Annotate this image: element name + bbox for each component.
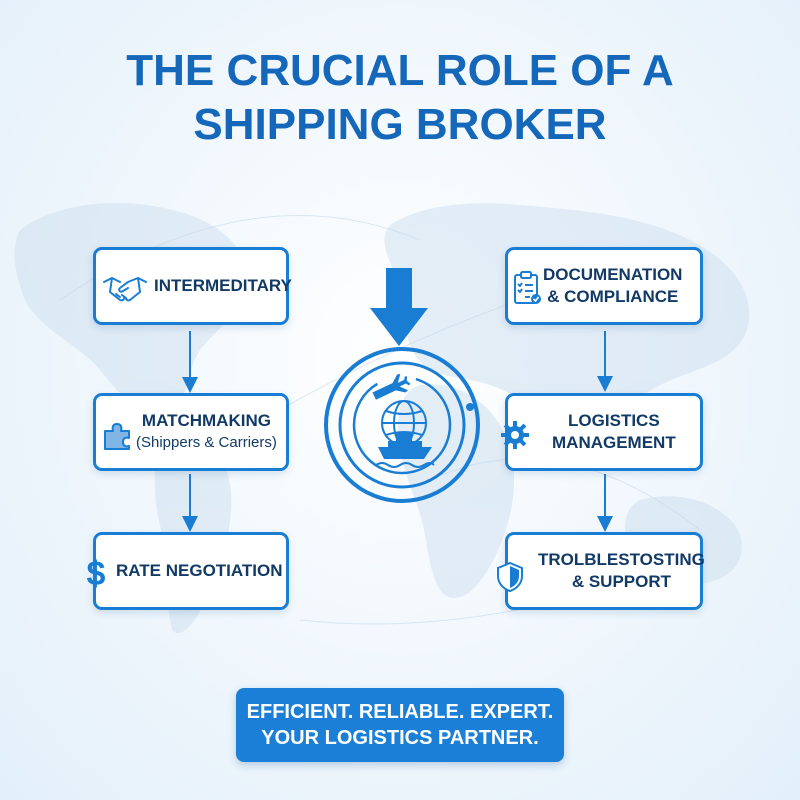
clipboard-check-icon [514,271,541,304]
step-logistics-text: LOGISTICS MANAGEMENT [552,410,676,454]
svg-text:$: $ [87,555,106,593]
airplane-icon [372,373,411,400]
step-documentation-label-2: & COMPLIANCE [547,287,679,306]
tagline-line-1: EFFICIENT. RELIABLE. EXPERT. [246,701,554,723]
handshake-icon [103,277,147,302]
step-logistics: LOGISTICS MANAGEMENT [501,393,703,471]
step-matchmaking: MATCHMAKING (Shippers & Carriers) [93,393,289,471]
step-troubleshooting-text: TROLBLESTOSTING & SUPPORT [538,549,705,593]
hub-emblem [324,347,480,503]
step-troubleshooting-label-1: TROLBLESTOSTING [538,550,705,569]
step-intermediary-label: INTERMEDITARY [154,276,292,295]
tagline-line-2: YOUR LOGISTICS PARTNER. [261,727,539,749]
big-down-arrow-icon [370,268,428,346]
step-rate-negotiation: $ RATE NEGOTIATION [87,532,289,610]
step-matchmaking-label: MATCHMAKING [141,411,271,430]
puzzle-icon [104,423,130,450]
tagline-banner: EFFICIENT. RELIABLE. EXPERT. YOUR LOGIST… [236,688,564,762]
title-line-2: SHIPPING BROKER [193,100,607,149]
step-troubleshooting: TROLBLESTOSTING & SUPPORT [497,532,705,610]
dollar-icon: $ [87,555,106,593]
ship-icon [375,433,435,468]
shield-icon [497,561,523,593]
gear-icon [501,421,529,449]
title-line-1: THE CRUCIAL ROLE OF A [126,46,674,95]
step-logistics-label-2: MANAGEMENT [552,433,676,452]
step-troubleshooting-label-2: & SUPPORT [571,572,672,591]
step-documentation-text: DOCUMENATION & COMPLIANCE [543,264,682,308]
step-documentation: DOCUMENATION & COMPLIANCE [505,247,703,325]
step-intermediary: INTERMEDITARY [93,247,292,325]
page-title: THE CRUCIAL ROLE OF A SHIPPING BROKER [0,44,800,152]
step-matchmaking-sublabel: (Shippers & Carriers) [136,434,277,451]
step-matchmaking-text: MATCHMAKING (Shippers & Carriers) [136,410,277,454]
step-documentation-label-1: DOCUMENATION [543,265,683,284]
step-rate-negotiation-label: RATE NEGOTIATION [116,561,283,580]
step-logistics-label-1: LOGISTICS [568,411,660,430]
